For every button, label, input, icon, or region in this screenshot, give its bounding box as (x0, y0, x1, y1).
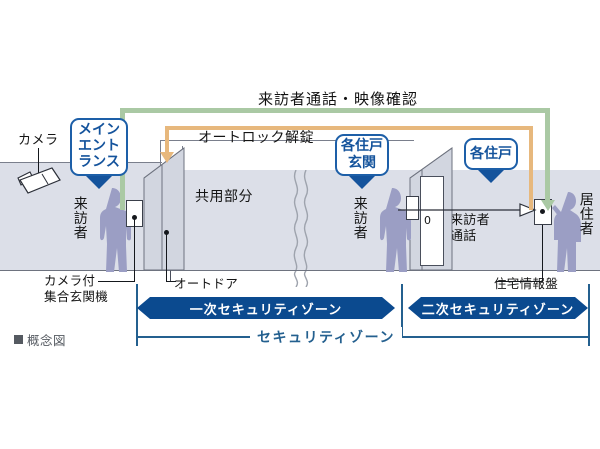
home-info-panel-leader-h (496, 281, 543, 282)
auto-door-label: オートドア (174, 276, 239, 291)
person-resident-label: 居住者 (577, 192, 594, 236)
badge-main-entrance-line-1: メイン (78, 122, 120, 139)
dwelling-door-leaf (420, 176, 444, 266)
audio-flow-line-right-down (529, 126, 533, 210)
visitor-talk-arrow (398, 203, 537, 217)
door-mark: 0 (424, 214, 432, 227)
common-area-block (184, 170, 414, 270)
camera-leader-line (38, 148, 39, 176)
corridor-ceiling-divider (160, 140, 350, 141)
home-info-panel-dot (540, 209, 545, 214)
entrance-intercom-leader (134, 219, 135, 281)
audio-flow-line-left-down (165, 126, 169, 158)
badge-each-dwelling-entrance-line-1: 各住戸 (341, 138, 383, 155)
entrance-intercom-label-line-2: 集合玄関機 (44, 288, 109, 304)
zone-boundary-mid (401, 284, 403, 336)
badge-main-entrance-pointer (86, 176, 112, 189)
zone-bar-secondary: 二次セキュリティゾーン (408, 297, 588, 319)
auto-lock-release-label: オートロック解錠 (198, 130, 314, 146)
person-visitor-left-label: 来訪者 (71, 196, 88, 240)
camera-icon (17, 167, 61, 194)
badge-main-entrance: メイン エント ランス (70, 118, 128, 176)
badge-main-entrance-line-2: エント (78, 138, 120, 155)
concept-diagram-footnote-text: 概念図 (27, 333, 67, 348)
zone-boundary-right (588, 284, 590, 346)
break-line (293, 170, 309, 270)
audio-flow-arrow (160, 152, 174, 163)
badge-each-dwelling-entrance: 各住戸 玄関 (335, 134, 389, 176)
zone-bar-primary: 一次セキュリティゾーン (137, 297, 395, 319)
break-line-bottom (293, 271, 309, 287)
person-visitor-right-label: 来訪者 (351, 196, 368, 240)
badge-each-dwelling-line-1: 各住戸 (470, 145, 512, 162)
visitor-talk-line-2: 通話 (450, 228, 477, 244)
badge-each-dwelling-pointer (478, 170, 504, 183)
concept-diagram-footnote: 概念図 (14, 330, 66, 349)
entrance-intercom-label-line-1: カメラ付 (44, 273, 96, 288)
badge-each-dwelling: 各住戸 (464, 138, 518, 170)
person-visitor-left (100, 188, 135, 272)
entrance-intercom-label: カメラ付 集合玄関機 (44, 273, 108, 304)
auto-door-leader (166, 234, 167, 282)
camera-label: カメラ (18, 133, 59, 148)
video-flow-arrow (540, 200, 555, 211)
badge-each-dwelling-entrance-pointer (349, 176, 375, 189)
audio-flow-line-top (165, 126, 533, 130)
entrance-intercom-dot (132, 215, 137, 220)
main-entrance-wall (143, 147, 185, 271)
zone-boundary-left (136, 284, 138, 346)
bullet-square-icon (14, 335, 23, 344)
auto-door-dot (164, 230, 169, 235)
visitor-talk-label: 来訪者 通話 (450, 213, 490, 244)
video-flow-line-top (120, 108, 550, 113)
diagram-title: 来訪者通話・映像確認 (258, 90, 419, 108)
auto-door-leader-h (166, 281, 176, 282)
floor-line (0, 270, 600, 271)
video-flow-line-right-down (545, 108, 550, 202)
entrance-intercom-leader-h (98, 281, 135, 282)
home-info-panel-label: 住宅情報盤 (494, 276, 559, 291)
visitor-talk-line-1: 来訪者 (450, 213, 490, 228)
badge-each-dwelling-entrance-line-2: 玄関 (348, 155, 376, 171)
dwelling-doorbell-panel[interactable] (406, 196, 419, 220)
badge-main-entrance-line-3: ランス (78, 153, 120, 170)
common-area-label: 共用部分 (195, 189, 253, 205)
overall-zone-label: セキュリティゾーン (250, 327, 402, 347)
home-info-panel-leader (542, 225, 543, 281)
